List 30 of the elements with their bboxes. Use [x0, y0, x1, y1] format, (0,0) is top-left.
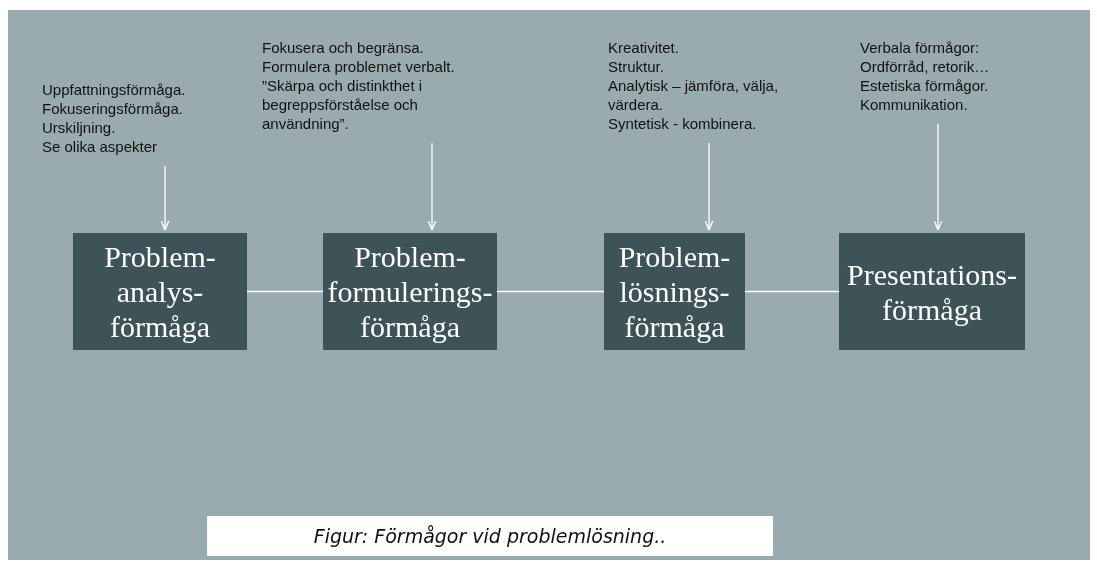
arrow — [933, 123, 943, 231]
box-title: Problem- lösnings- förmåga — [617, 239, 732, 344]
note-text: Verbala förmågor: — [860, 38, 981, 57]
connector-line — [246, 290, 324, 293]
arrow — [704, 142, 714, 231]
box-title: Problem- analys- förmåga — [103, 239, 217, 344]
arrow — [160, 165, 170, 231]
box-title: Problem- formulerings- förmåga — [326, 239, 494, 344]
note-text: Se olika aspekter — [42, 137, 159, 156]
note-text: ”Skärpa och distinkthet i begreppsförståelse och användning”. — [262, 76, 424, 133]
note-text: Formulera problemet verbalt. — [262, 57, 456, 76]
connector-line — [744, 290, 840, 293]
connector-line — [496, 290, 605, 293]
process-box — [73, 233, 247, 350]
note-text: Uppfattningsförmåga. — [42, 80, 187, 99]
note-text: Estetiska förmågor. — [860, 76, 990, 95]
note-text: Fokuseringsförmåga. — [42, 99, 184, 118]
note-text: Ordförråd, retorik… — [860, 57, 991, 76]
process-box — [839, 233, 1025, 350]
note-text: Kommunikation. — [860, 95, 969, 114]
note-text: Analytisk – jämföra, välja, värdera. — [608, 76, 780, 114]
note-text: Fokusera och begränsa. — [262, 38, 425, 57]
arrow — [427, 142, 437, 231]
note-text: Syntetisk - kombinera. — [608, 114, 758, 133]
note-text: Urskiljning. — [42, 118, 117, 137]
caption-text: Figur: Förmågor vid problemlösning.. — [313, 525, 667, 547]
note-text: Struktur. — [608, 57, 665, 76]
box-title: Presentations- förmåga — [846, 256, 1018, 327]
process-box — [604, 233, 745, 350]
note-text: Kreativitet. — [608, 38, 680, 57]
